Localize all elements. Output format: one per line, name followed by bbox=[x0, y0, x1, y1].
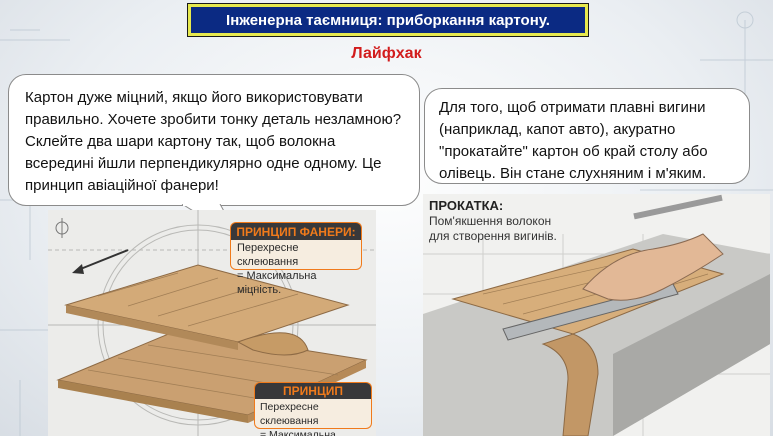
arrow-icon bbox=[77, 249, 129, 271]
plywood-label-bottom-heading: ПРИНЦИП ФАНЕРИ: bbox=[254, 382, 372, 415]
compass-icon bbox=[55, 218, 69, 238]
rolling-drawing bbox=[423, 194, 770, 436]
page-title-text: Інженерна таємниця: приборкання картону. bbox=[226, 11, 550, 29]
plywood-label-top-heading: ПРИНЦИП ФАНЕРИ: bbox=[230, 222, 362, 240]
rolling-line1: Пом'якшення волокон bbox=[429, 214, 552, 228]
plywood-label-bottom-line1: Перехресне склеювання bbox=[260, 401, 319, 427]
rolling-text: Пом'якшення волокон для створення вигині… bbox=[429, 214, 629, 244]
rolling-heading: ПРОКАТКА: bbox=[429, 198, 504, 213]
plywood-label-bottom-line2: = Максимальна міцність. bbox=[260, 429, 336, 436]
plywood-label-top-body: Перехресне склеювання = Максимальна міцн… bbox=[230, 240, 362, 296]
hand-icon bbox=[582, 233, 724, 301]
rolling-line2: для створення вигинів. bbox=[429, 229, 557, 243]
callout-right: Для того, щоб отримати плавні вигини (на… bbox=[424, 88, 750, 184]
plywood-label-top-line1: Перехресне склеювання bbox=[237, 242, 299, 268]
plywood-label-top-line2: = Максимальна міцність. bbox=[237, 270, 317, 296]
ruler-icon bbox=[633, 194, 723, 220]
callout-left-text: Картон дуже міцний, якщо його використов… bbox=[25, 89, 402, 194]
callout-left: Картон дуже міцний, якщо його використов… bbox=[8, 74, 420, 206]
plywood-label-bottom-body: Перехресне склеювання = Максимальна міцн… bbox=[254, 399, 372, 436]
subtitle: Лайфхак bbox=[351, 45, 422, 62]
rolling-illustration: ПРОКАТКА: Пом'якшення волокон для створе… bbox=[423, 194, 770, 436]
page-title: Інженерна таємниця: приборкання картону. bbox=[188, 4, 588, 36]
plywood-illustration: ПРИНЦИП ФАНЕРИ: Перехресне склеювання = … bbox=[48, 210, 376, 436]
callout-right-text: Для того, щоб отримати плавні вигини (на… bbox=[439, 99, 708, 182]
